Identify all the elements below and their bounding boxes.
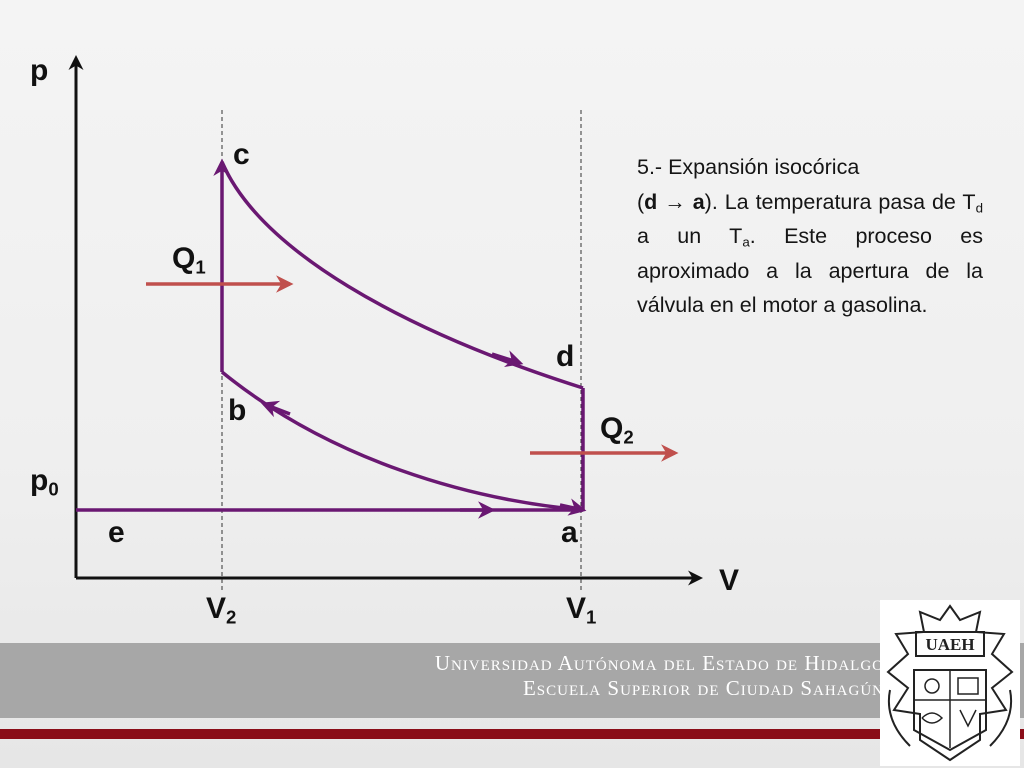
- arrow-cd: [491, 350, 524, 368]
- point-label-d: d: [556, 340, 575, 373]
- point-label-a: a: [561, 516, 578, 549]
- x-axis-label: V: [719, 564, 740, 597]
- heat-out-label: Q2: [600, 412, 634, 448]
- v2-tick-label: V2: [206, 592, 237, 628]
- arrow-ab: [260, 400, 291, 418]
- process-description: 5.- Expansión isocórica (d → a). La temp…: [637, 150, 983, 323]
- adiabatic-cd-curve: [220, 161, 584, 390]
- pv-diagram: [68, 55, 703, 590]
- svg-text:UAEH: UAEH: [925, 635, 974, 654]
- footer-red-bar: [0, 729, 1024, 739]
- v1-tick-label: V1: [566, 592, 597, 628]
- adiabatic-ab-curve: [220, 370, 584, 512]
- university-seal-logo: UAEH: [880, 600, 1020, 766]
- footer-band: [0, 643, 1024, 718]
- heat-in-label: Q1: [172, 242, 206, 278]
- university-name: Universidad Autónoma del Estado de Hidal…: [434, 651, 884, 675]
- school-name: Escuela Superior de Ciudad Sahagún: [522, 676, 884, 700]
- description-heading: 5.- Expansión isocórica: [637, 155, 860, 179]
- p0-tick-label: p0: [30, 464, 59, 500]
- point-label-c: c: [233, 138, 250, 171]
- y-axis-label: p: [30, 54, 49, 87]
- point-label-e: e: [108, 516, 125, 549]
- point-label-b: b: [228, 394, 247, 427]
